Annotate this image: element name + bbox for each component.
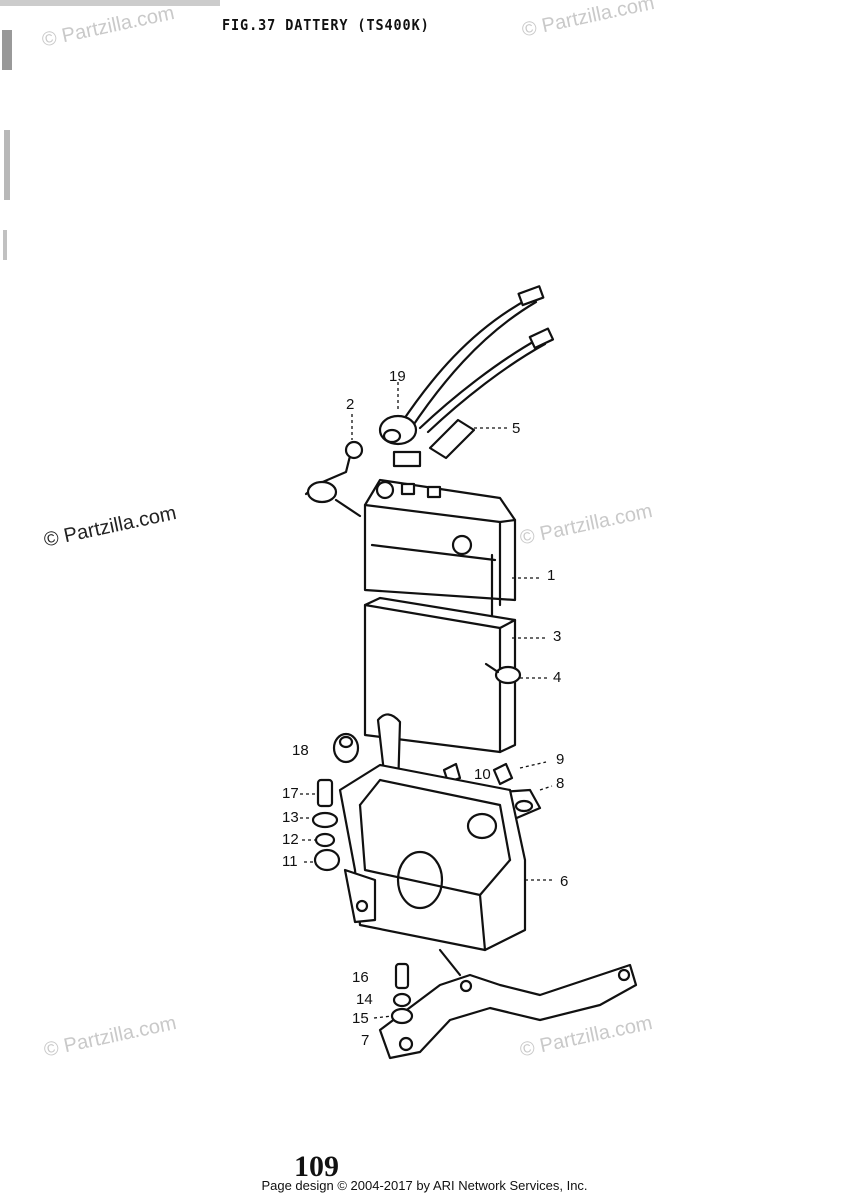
callout-5: 5 <box>512 420 521 437</box>
battery-cover <box>363 596 517 754</box>
breather-tube <box>428 418 476 460</box>
callout-2: 2 <box>346 396 355 413</box>
callout-1: 1 <box>547 567 556 584</box>
rubber-cushion <box>332 732 360 764</box>
callout-15: 15 <box>352 1010 369 1027</box>
callout-17: 17 <box>282 785 299 802</box>
vent-cap <box>392 450 422 468</box>
callout-8: 8 <box>556 775 565 792</box>
callout-7: 7 <box>361 1032 370 1049</box>
callout-4: 4 <box>553 669 562 686</box>
cover-bolt <box>484 662 522 685</box>
copyright-footer: Page design © 2004-2017 by ARI Network S… <box>261 1178 588 1193</box>
callout-12: 12 <box>282 831 299 848</box>
callout-18: 18 <box>292 742 309 759</box>
battery-case <box>338 763 527 952</box>
battery-cables <box>398 285 555 434</box>
negative-lead <box>304 440 364 518</box>
scan-noise <box>0 0 220 260</box>
fuse-holder <box>378 414 418 446</box>
mounting-bracket <box>378 948 638 1060</box>
callout-10: 10 <box>474 766 491 783</box>
callout-3: 3 <box>553 628 562 645</box>
callout-13: 13 <box>282 809 299 826</box>
callout-11: 11 <box>282 853 298 870</box>
figure-title: FIG.37 DATTERY (TS400K) <box>222 16 430 34</box>
callout-9: 9 <box>556 751 565 768</box>
callout-19: 19 <box>389 368 406 385</box>
callout-14: 14 <box>356 991 373 1008</box>
callout-16: 16 <box>352 969 369 986</box>
page-number: 109 <box>294 1150 339 1183</box>
mount-hardware-left <box>311 778 341 872</box>
callout-leaders <box>300 382 554 1019</box>
mount-hardware-bottom <box>390 962 414 1025</box>
callout-6: 6 <box>560 873 569 890</box>
